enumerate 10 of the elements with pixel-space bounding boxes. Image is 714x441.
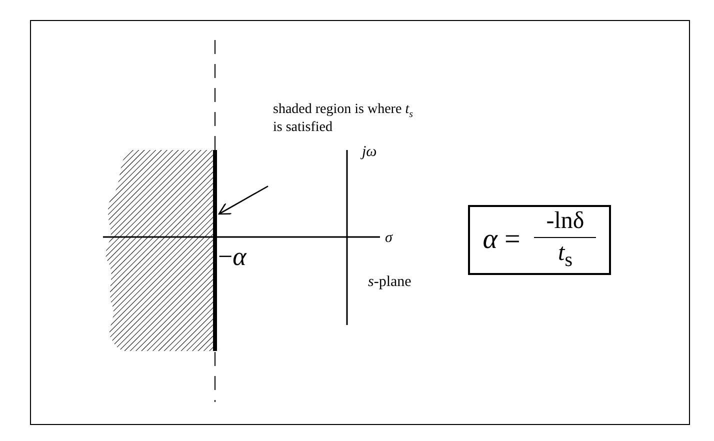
arrow <box>218 186 268 215</box>
annotation-text: shaded region is where t$_{s}$ is satisfied <box>273 102 413 136</box>
value-label: −α <box>218 242 246 272</box>
formula-box <box>468 205 611 275</box>
axis-label: jω <box>362 144 377 162</box>
numerator: -lnδ <box>546 208 584 236</box>
plane-label: s-plane <box>368 274 412 292</box>
axis-label: σ <box>385 230 392 248</box>
denominator: t$_{s}$ <box>558 240 572 272</box>
formula-text: α = <box>482 224 520 256</box>
